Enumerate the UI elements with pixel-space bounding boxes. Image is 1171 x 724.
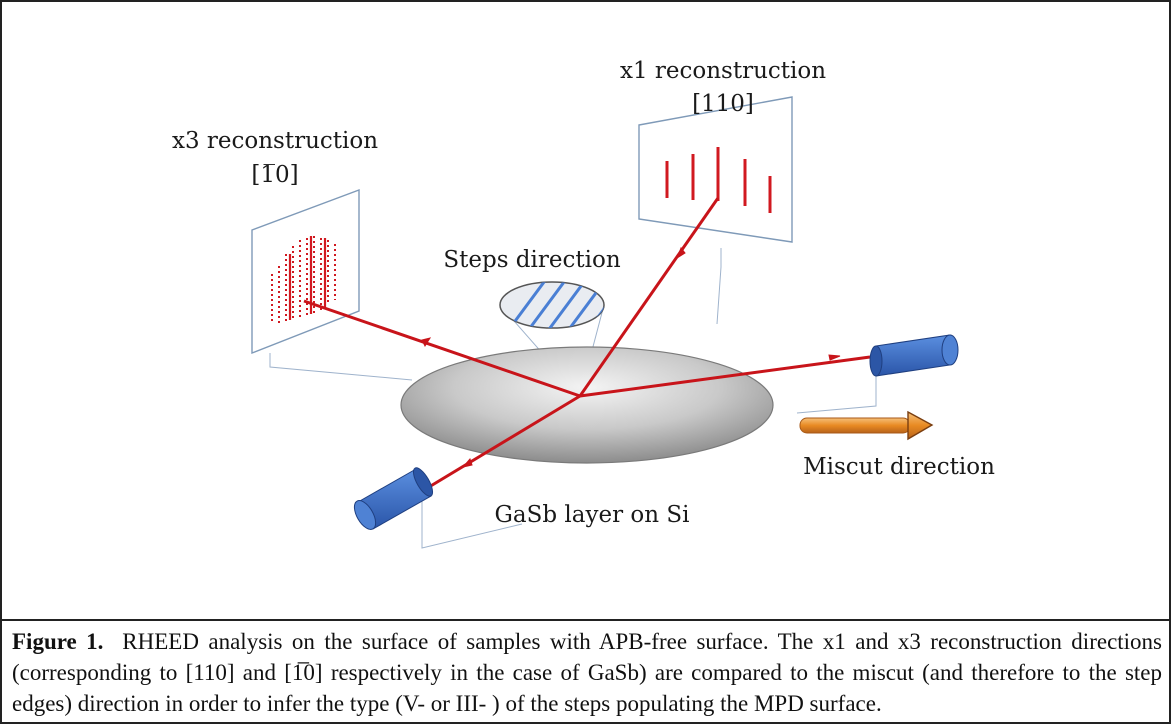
sample-disc [400,346,774,464]
x1-reconstruction-label: x1 reconstruction [620,58,826,84]
electron-gun-left [353,467,434,530]
x3-screen [251,188,360,355]
x1-direction-label: [110] [692,91,754,117]
x3-reconstruction-label: x3 reconstruction [172,128,378,154]
diagram-canvas: x1 reconstruction [110] x3 reconstructio… [172,58,995,549]
miscut-arrow [799,410,934,441]
caption-label: Figure 1. [12,629,104,654]
x1-screen [638,96,793,243]
steps-direction-label: Steps direction [443,247,620,273]
rheed-diagram: x1 reconstruction [110] x3 reconstructio… [2,2,1169,619]
miscut-direction-label: Miscut direction [803,454,995,480]
figure-caption: Figure 1. RHEED analysis on the surface … [12,626,1162,719]
caption-text: RHEED analysis on the surface of samples… [12,629,1163,716]
sample-label: GaSb layer on Si [495,502,690,528]
steps-direction-lens [499,281,605,329]
x3-direction-label: [1̅0] [251,162,298,188]
electron-gun-right [869,334,959,377]
electron-beams [303,197,871,492]
caption-divider [2,619,1169,621]
